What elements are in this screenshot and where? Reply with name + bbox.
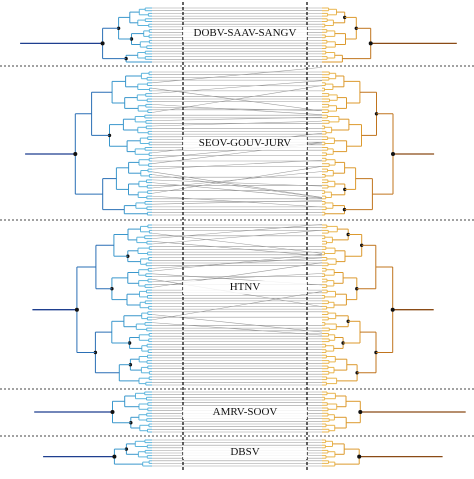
- right-tree-clade-group: [322, 440, 443, 466]
- right-phylogenetic-tree: [322, 8, 466, 466]
- left-tree-clade-group: [43, 440, 152, 466]
- connector-line: [152, 230, 322, 244]
- right-tree-node-dot: [357, 455, 361, 459]
- left-tree-clade-group: [20, 8, 152, 62]
- right-tree-clade-group: [322, 72, 434, 215]
- left-tree-clade-group: [34, 392, 152, 432]
- right-tree-clade-group: [322, 225, 434, 385]
- taxon-connectors: [152, 8, 322, 466]
- connector-line: [152, 166, 322, 193]
- right-tree-node-dot: [369, 41, 373, 45]
- clade-label-seov-gouv-jurv: SEOV-GOUV-JURV: [183, 137, 307, 150]
- left-tree-node-dot: [101, 41, 105, 45]
- right-tree-clade-group: [322, 392, 466, 432]
- connector-line: [152, 81, 322, 94]
- connector-line: [152, 160, 322, 169]
- connector-line: [152, 67, 322, 82]
- connector-line: [152, 254, 322, 271]
- clade-label-dbsv: DBSV: [183, 446, 307, 459]
- clade-dividers: [0, 66, 474, 436]
- left-tree-node-dot: [75, 308, 79, 312]
- left-tree-clade-group: [32, 225, 152, 385]
- left-phylogenetic-tree: [20, 8, 152, 466]
- right-tree-node-dot: [358, 410, 362, 414]
- clade-label-amrv-soov: AMRV-SOOV: [183, 406, 307, 419]
- connector-line: [152, 172, 322, 198]
- left-tree-clade-group: [25, 72, 152, 215]
- clade-label-htnv: HTNV: [183, 281, 307, 294]
- left-tree-node-dot: [112, 455, 116, 459]
- right-tree-node-dot: [391, 152, 395, 156]
- right-tree-node-dot: [391, 308, 395, 312]
- clade-label-dobv-saav-sangv: DOBV-SAAV-SANGV: [183, 27, 307, 40]
- connector-line: [152, 224, 322, 238]
- central-frame: [183, 2, 307, 472]
- right-tree-clade-group: [322, 8, 457, 62]
- connector-line: [152, 175, 322, 198]
- left-tree-node-dot: [73, 152, 77, 156]
- left-tree-node-dot: [111, 410, 115, 414]
- connector-line: [152, 201, 322, 205]
